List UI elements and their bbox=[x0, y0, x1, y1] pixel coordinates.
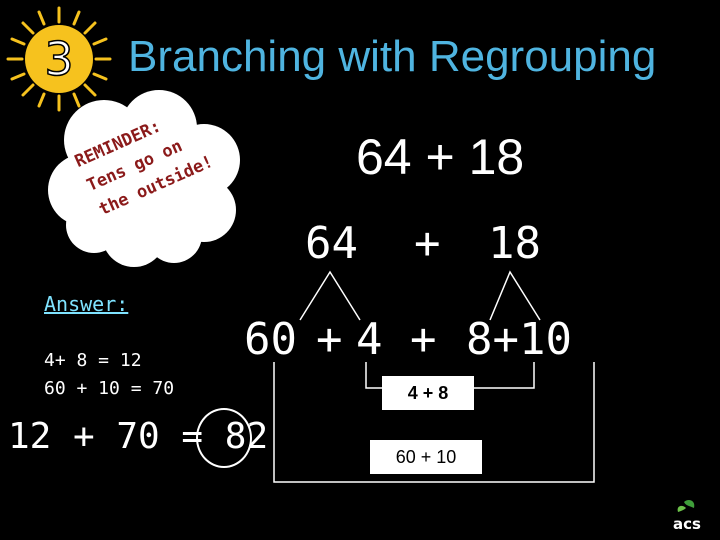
reminder-cloud bbox=[48, 90, 240, 267]
branch-right-parts: 8+10 bbox=[466, 314, 572, 365]
split-left-number: 64 bbox=[305, 218, 358, 269]
answer-ones-step: 4+ 8 = 12 bbox=[44, 350, 142, 371]
final-expression-text: 12 + 70 = bbox=[8, 416, 204, 457]
problem-expression: 64 + 18 bbox=[356, 129, 525, 185]
split-right-number: 18 bbox=[488, 218, 541, 269]
answer-label: Answer: bbox=[44, 292, 129, 316]
split-plus: + bbox=[414, 218, 441, 269]
answer-tens-step: 60 + 10 = 70 bbox=[44, 378, 175, 399]
branch-tens-left: 60 bbox=[244, 314, 297, 365]
answer-circle bbox=[196, 408, 252, 468]
ones-bracket bbox=[365, 362, 382, 389]
slide-number: 3 bbox=[44, 32, 73, 86]
branch-ones-left: 4 bbox=[356, 314, 383, 365]
branch-64-lines bbox=[299, 270, 361, 321]
sun-number-badge: 3 bbox=[6, 6, 112, 112]
logo-text: acs bbox=[673, 515, 701, 533]
ones-bracket-right bbox=[474, 362, 535, 389]
branch-plus-2: + bbox=[410, 314, 437, 365]
tens-sum-box: 60 + 10 bbox=[370, 440, 482, 474]
branch-18-lines bbox=[489, 270, 541, 321]
ones-sum-box: 4 + 8 bbox=[382, 376, 474, 410]
branch-plus-1: + bbox=[316, 314, 343, 365]
acs-logo: acs bbox=[673, 500, 701, 533]
slide-title: Branching with Regrouping bbox=[128, 32, 657, 81]
